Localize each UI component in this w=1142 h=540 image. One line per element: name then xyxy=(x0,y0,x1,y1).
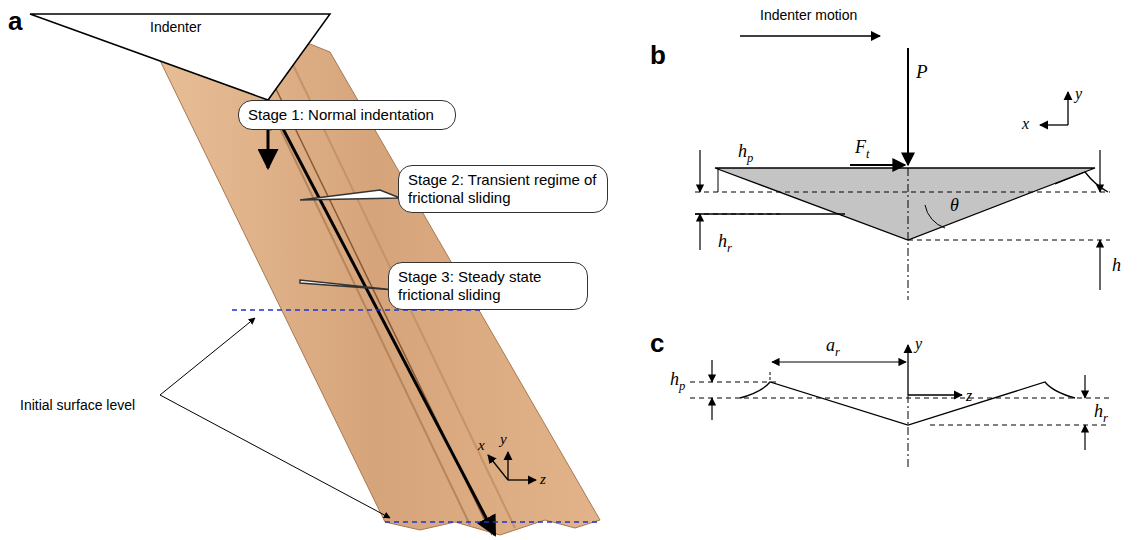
dimension-label: hp xyxy=(670,370,685,392)
axis-label: x xyxy=(478,438,485,453)
callout-box: Stage 3: Steady state frictional sliding xyxy=(388,262,588,310)
dimension-label: hr xyxy=(718,232,732,254)
angle-label: θ xyxy=(950,196,959,214)
axis-label: y xyxy=(915,336,922,352)
panel-letter: a xyxy=(8,8,22,34)
dimension-label: hr xyxy=(1094,402,1108,424)
dimension-label: ar xyxy=(826,336,840,358)
axis-label: z xyxy=(540,472,546,487)
callout-text: Stage 3: Steady state frictional sliding xyxy=(398,268,578,304)
callout-box: Stage 2: Transient regime of frictional … xyxy=(398,165,608,213)
callout-box: Stage 1: Normal indentation xyxy=(238,100,456,130)
part-name: Indenter xyxy=(150,20,201,34)
axis-label: z xyxy=(966,388,972,404)
axis-label: y xyxy=(1075,86,1082,102)
callout-text: Stage 2: Transient regime of frictional … xyxy=(408,171,598,207)
note: Initial surface level xyxy=(20,398,135,412)
axis-label: y xyxy=(500,432,507,447)
dimension-label: h xyxy=(1112,256,1121,274)
panel-letter: b xyxy=(650,42,666,68)
panel-letter: c xyxy=(650,330,664,356)
note: Indenter motion xyxy=(760,8,857,22)
force-label: P xyxy=(916,62,928,81)
dimension-label: hp xyxy=(738,142,753,164)
axis-label: x xyxy=(1022,116,1029,132)
callout-text: Stage 1: Normal indentation xyxy=(248,106,446,124)
force-label: Ft xyxy=(855,138,870,160)
